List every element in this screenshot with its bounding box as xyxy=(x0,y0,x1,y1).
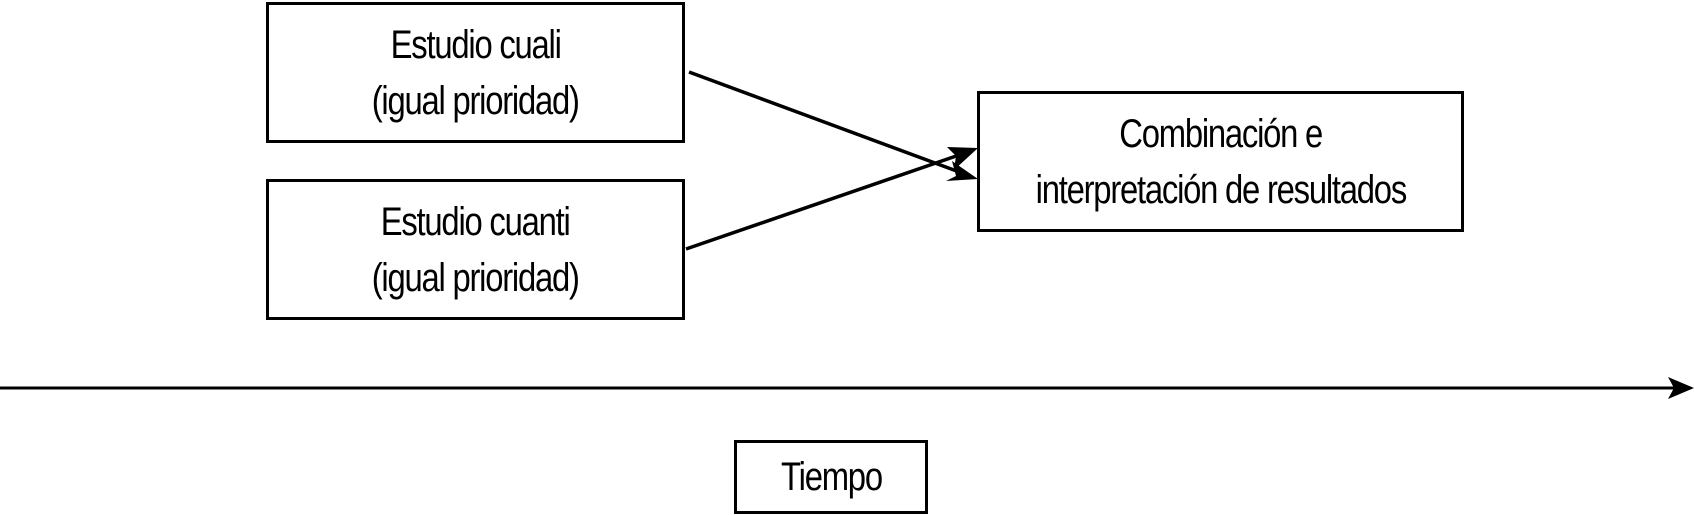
quali-study-title: Estudio cuali xyxy=(390,22,562,67)
quanti-study-box: Estudio cuanti (igual prioridad) xyxy=(266,179,685,320)
arrowhead-quanti xyxy=(947,147,978,170)
quali-study-box: Estudio cuali (igual prioridad) xyxy=(266,2,685,143)
arrowhead-quali xyxy=(946,161,978,181)
time-label-box: Tiempo xyxy=(734,440,928,514)
quanti-study-title: Estudio cuanti xyxy=(381,199,571,244)
combination-title: Combinación e xyxy=(1119,111,1323,156)
arrow-quanti-to-combination xyxy=(685,152,963,251)
quali-study-priority: (igual prioridad) xyxy=(371,78,580,123)
combination-subtitle: interpretación de resultados xyxy=(1035,167,1407,212)
quanti-study-priority: (igual prioridad) xyxy=(371,255,580,300)
time-label: Tiempo xyxy=(780,455,883,499)
combination-box: Combinación e interpretación de resultad… xyxy=(977,91,1464,232)
time-axis-arrowhead xyxy=(1668,377,1694,399)
arrow-quali-to-combination xyxy=(688,70,963,175)
